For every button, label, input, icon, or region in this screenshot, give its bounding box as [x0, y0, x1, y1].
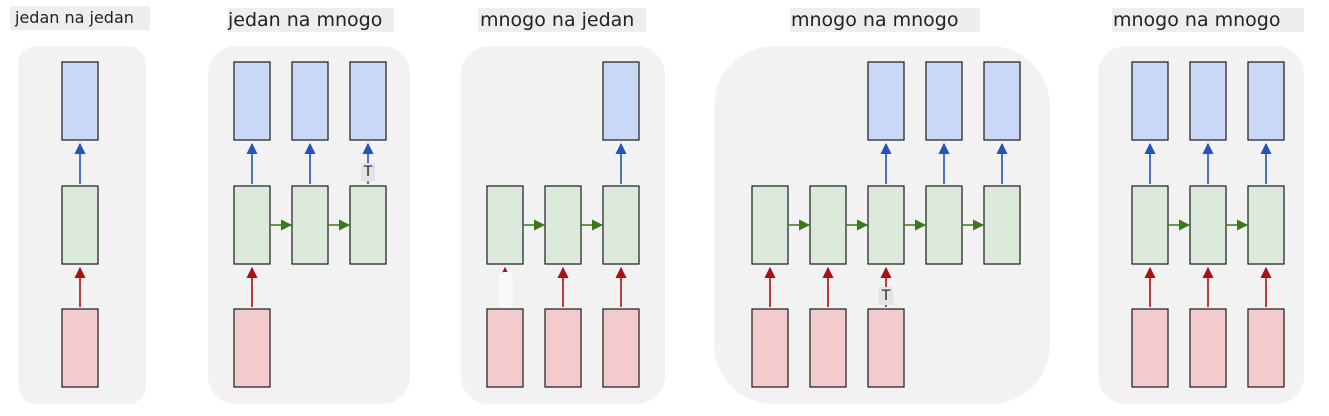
- hidden-state-box: [486, 185, 524, 265]
- panel-title-many-to-many-synced: mnogo na mnogo: [1113, 9, 1281, 31]
- output-box: [291, 61, 329, 141]
- output-box: [349, 61, 387, 141]
- title-background-1: [10, 6, 150, 30]
- hidden-state-box: [1131, 185, 1169, 265]
- output-box: [61, 61, 99, 141]
- output-box: [983, 61, 1021, 141]
- hidden-state-box: [983, 185, 1021, 265]
- hidden-state-box: [751, 185, 789, 265]
- hidden-state-box: [809, 185, 847, 265]
- output-box: [867, 61, 905, 141]
- input-box: [233, 308, 271, 388]
- hidden-state-box: [61, 185, 99, 265]
- panel-title-many-to-many-delayed: mnogo na mnogo: [791, 9, 959, 31]
- output-box: [925, 61, 963, 141]
- title-background-5: [1112, 8, 1304, 32]
- hidden-state-box: [1247, 185, 1285, 265]
- label-smudge: [361, 163, 375, 181]
- output-box: [1131, 61, 1169, 141]
- title-background-2: [228, 8, 394, 32]
- panel-title-one-to-many: jedan na mnogo: [228, 9, 383, 31]
- hidden-state-box: [349, 185, 387, 265]
- title-background-3: [478, 8, 646, 32]
- output-box: [1189, 61, 1227, 141]
- input-box: [1189, 308, 1227, 388]
- hidden-state-box: [544, 185, 582, 265]
- output-box: [233, 61, 271, 141]
- input-box: [809, 308, 847, 388]
- output-box: [602, 61, 640, 141]
- label-glyph: T: [881, 288, 891, 304]
- input-box: [602, 308, 640, 388]
- hidden-state-box: [867, 185, 905, 265]
- input-box: [751, 308, 789, 388]
- title-background-4: [790, 8, 980, 32]
- panel-title-one-to-one: jedan na jedan: [15, 8, 134, 27]
- input-box: [1247, 308, 1285, 388]
- input-box: [544, 308, 582, 388]
- hidden-state-box: [291, 185, 329, 265]
- output-box: [1247, 61, 1285, 141]
- input-box: [867, 308, 905, 388]
- hidden-state-box: [602, 185, 640, 265]
- hidden-state-box: [233, 185, 271, 265]
- hidden-state-box: [925, 185, 963, 265]
- image-artifact: [499, 272, 513, 308]
- input-box: [1131, 308, 1169, 388]
- panel-title-many-to-one: mnogo na jedan: [480, 9, 635, 31]
- label-glyph: T: [363, 164, 373, 180]
- hidden-state-box: [1189, 185, 1227, 265]
- input-box: [486, 308, 524, 388]
- label-smudge: [879, 287, 893, 305]
- input-box: [61, 308, 99, 388]
